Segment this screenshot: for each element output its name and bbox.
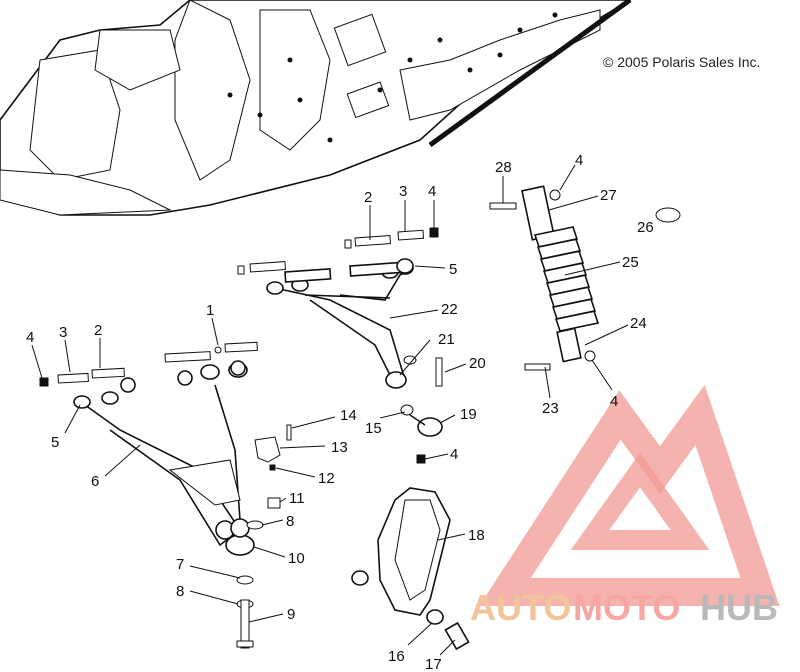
callout-23: 23: [542, 400, 559, 417]
callout-numbers: 28 4 27 26 25 24 23 4 2 3 4 5 22 21 20 1…: [26, 152, 654, 672]
callout-18: 18: [468, 527, 485, 544]
callout-10: 10: [288, 550, 305, 567]
callout-3-lower: 3: [59, 324, 67, 341]
callout-3-upper: 3: [399, 183, 407, 200]
callout-1: 1: [206, 302, 214, 319]
watermark-text: AUTO MOTO HUB: [470, 587, 778, 628]
callout-8-upper: 8: [286, 513, 294, 530]
watermark-hub: HUB: [700, 587, 778, 628]
watermark-auto: AUTO: [470, 587, 571, 628]
callout-5-upper: 5: [449, 261, 457, 278]
callout-4-upper: 4: [428, 183, 436, 200]
callout-5-lower: 5: [51, 434, 59, 451]
chassis-frame: [0, 0, 632, 216]
callout-9: 9: [287, 606, 295, 623]
callout-leaders: [31, 164, 629, 656]
callout-2-upper: 2: [364, 189, 372, 206]
lower-a-arm: [73, 362, 255, 556]
callout-4-lower: 4: [26, 329, 34, 346]
callout-4-shock-bottom: 4: [610, 393, 618, 410]
callout-11: 11: [289, 490, 305, 507]
callout-16: 16: [388, 648, 405, 665]
callout-26: 26: [637, 219, 654, 236]
callout-7: 7: [176, 556, 184, 573]
callout-17: 17: [425, 656, 442, 672]
callout-20: 20: [469, 355, 486, 372]
callout-6: 6: [91, 473, 99, 490]
callout-13: 13: [331, 439, 348, 456]
callout-22: 22: [441, 301, 458, 318]
callout-15: 15: [365, 420, 382, 437]
callout-4-spindle: 4: [450, 446, 458, 463]
watermark-logo: [479, 384, 780, 606]
watermark-inner-icon: [570, 452, 710, 550]
callout-28: 28: [495, 159, 512, 176]
callout-27: 27: [600, 187, 617, 204]
callout-24: 24: [630, 315, 647, 332]
lower-pivot-hardware: [39, 341, 258, 393]
copyright-notice: © 2005 Polaris Sales Inc.: [603, 54, 760, 70]
shock-absorber: [489, 185, 681, 371]
upper-pivot-hardware: [237, 227, 439, 283]
callout-14: 14: [340, 407, 357, 424]
callout-4-shock-top: 4: [575, 152, 583, 169]
callout-25: 25: [622, 254, 639, 271]
callout-19: 19: [460, 406, 477, 423]
ball-joint-hardware: [400, 355, 443, 464]
callout-21: 21: [438, 331, 455, 348]
callout-12: 12: [318, 470, 335, 487]
watermark-triangle-icon: [479, 384, 780, 606]
callout-2-lower: 2: [94, 322, 102, 339]
spindle: [351, 487, 470, 651]
watermark-moto: MOTO: [573, 587, 680, 628]
callout-8-lower: 8: [176, 583, 184, 600]
